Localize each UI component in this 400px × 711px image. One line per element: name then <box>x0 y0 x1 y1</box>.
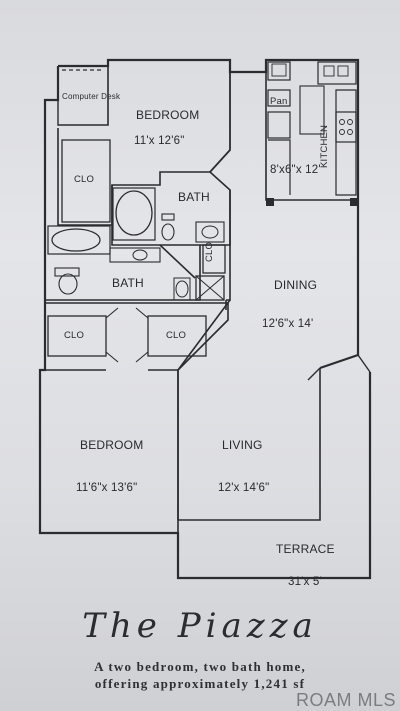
clo-lower-right <box>147 315 207 357</box>
vanity-lower <box>109 247 161 263</box>
clo-small-label: CLO <box>204 241 215 262</box>
counter-top <box>317 61 357 85</box>
vanity-upper <box>195 221 225 243</box>
clo-lower-left <box>47 315 107 357</box>
terrace-label: TERRACE <box>276 542 335 556</box>
fridge <box>267 61 291 81</box>
roam-mls-watermark: ROAM MLS <box>295 690 396 710</box>
toilet-upper <box>161 223 175 241</box>
clo-lower-left-label: CLO <box>64 330 85 341</box>
pillar <box>350 198 358 206</box>
plan-title: The Piazza <box>82 606 318 646</box>
kitchen-label: KITCHEN <box>319 124 330 168</box>
sink-lower <box>132 249 148 261</box>
terrace-door <box>307 354 371 381</box>
bedroom1-dims: 11'x 12'6" <box>134 135 185 147</box>
right-wall <box>319 200 360 370</box>
desk-area <box>57 100 100 126</box>
toilet-lower <box>58 273 78 295</box>
kitchen-counter <box>268 89 357 196</box>
dining-label: DINING <box>274 278 318 292</box>
bath-lower-label: BATH <box>112 276 144 290</box>
computer-desk-label: Computer Desk <box>62 92 121 101</box>
kitchen-dims: 8'x6"x 12' <box>270 164 321 176</box>
pan-label: Pan <box>270 96 288 107</box>
bath-upper-label: BATH <box>178 190 210 204</box>
clo-lower-right-label: CLO <box>166 330 187 341</box>
hall-diagonal <box>159 190 231 310</box>
clo-small <box>202 244 226 274</box>
living-label: LIVING <box>222 438 263 452</box>
bedroom2-dims: 11'6"x 13'6" <box>76 482 138 494</box>
plan-subtitle-line2: offering approximately 1,241 sf <box>94 676 306 691</box>
bath-lower-wall <box>44 225 201 301</box>
dishwasher <box>267 111 291 139</box>
terrace-inner-wall <box>177 368 321 533</box>
bedroom1-label: BEDROOM <box>136 108 200 122</box>
bedroom1-right-wall <box>209 72 231 173</box>
pillar <box>266 198 274 206</box>
terrace-dims: 31'x 5' <box>288 576 322 588</box>
bathtub-lower <box>51 228 101 252</box>
pantry <box>267 89 291 107</box>
clo-upper <box>61 139 111 223</box>
plan-subtitle-line1: A two bedroom, two bath home, <box>94 659 306 674</box>
sink-vanity <box>175 280 189 298</box>
living-divider <box>177 299 231 520</box>
bathtub-upper <box>115 190 153 236</box>
kitchen-wall <box>265 72 358 201</box>
bedroom1-wall <box>100 60 109 126</box>
outer-wall <box>38 66 372 580</box>
stove <box>335 111 357 143</box>
dining-dims: 12'6"x 14' <box>262 318 314 330</box>
bathtub-lower-box <box>47 225 111 255</box>
living-dims: 12'x 14'6" <box>218 482 270 494</box>
bedroom2-label: BEDROOM <box>80 438 144 452</box>
outer-wall-top <box>58 58 360 200</box>
shower <box>195 275 225 301</box>
clo-upper-label: CLO <box>74 174 95 185</box>
